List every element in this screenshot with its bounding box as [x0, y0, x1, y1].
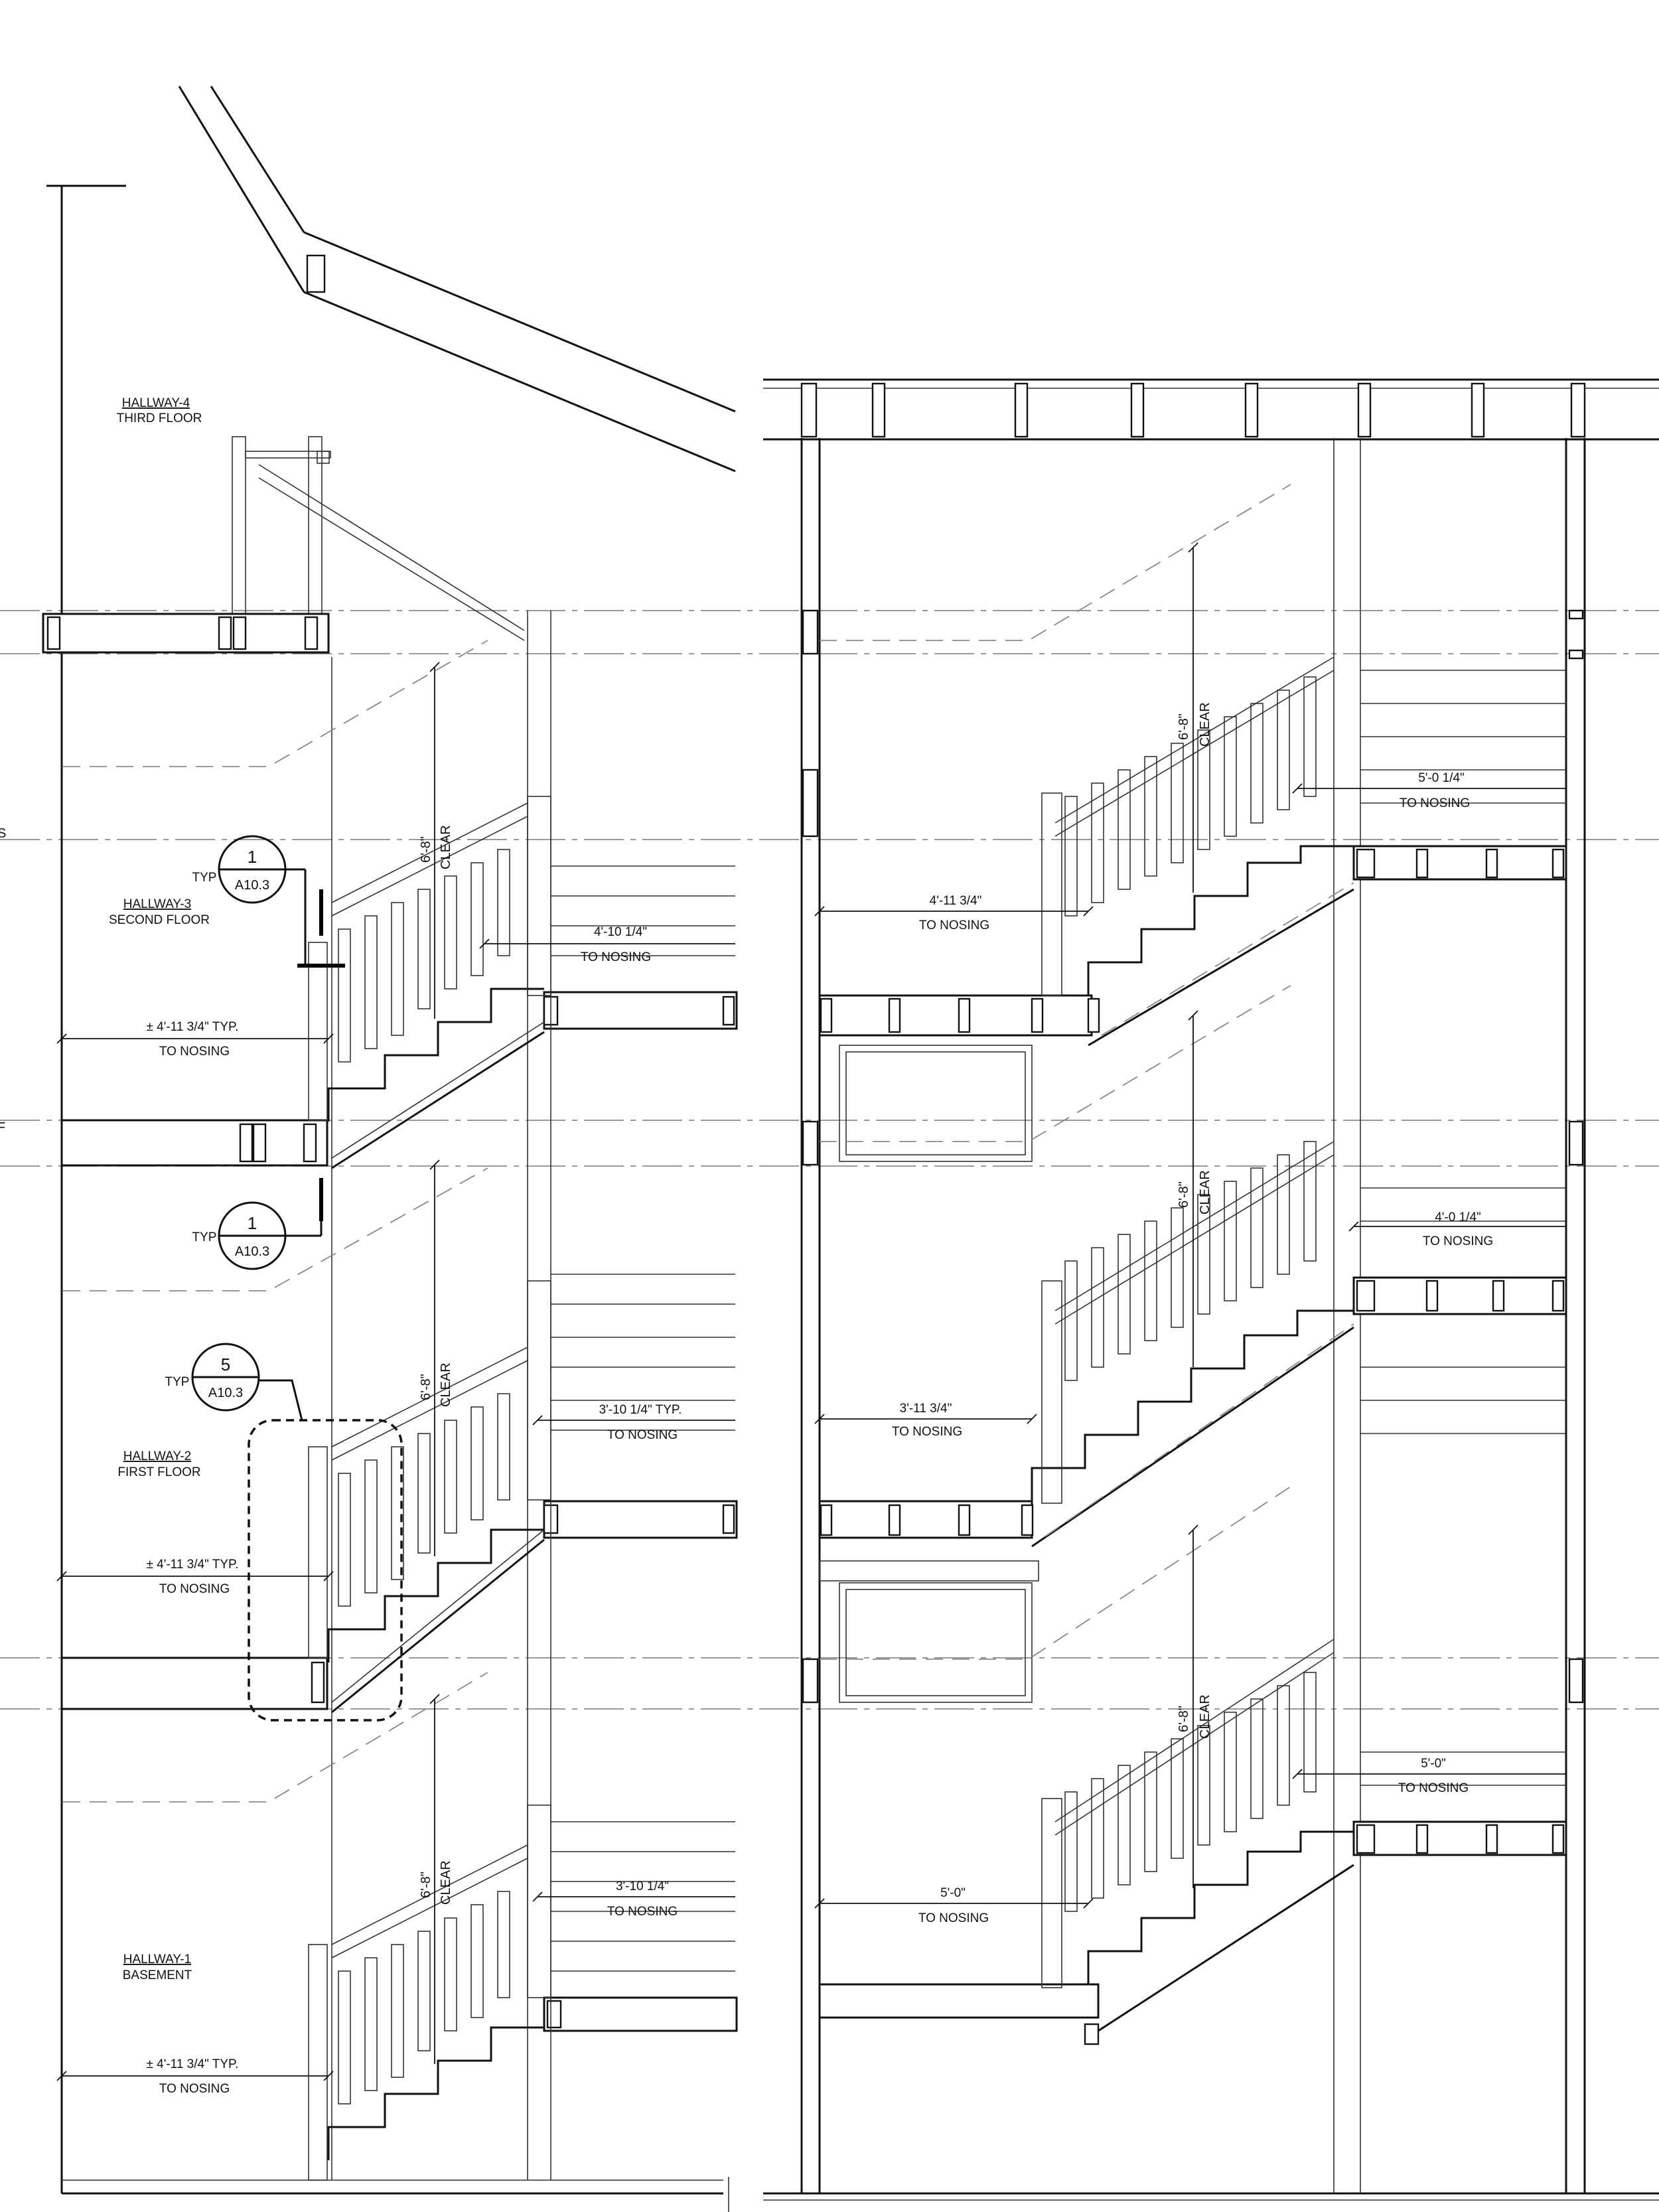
right-section: 6'-8" CLEAR 6'-8" CLEAR 6'-8" CLEAR 5'-0…: [763, 378, 1659, 2201]
hallway-labels: HALLWAY-4 THIRD FLOOR HALLWAY-3 SECOND F…: [109, 396, 210, 1982]
left-upper-treads: [551, 865, 735, 1972]
callout-sheet: A10.3: [235, 1244, 269, 1259]
headroom-label: 6'-8": [419, 1374, 433, 1400]
callout-prefix: TYP: [192, 871, 217, 885]
dimension-note: TO NOSING: [892, 1425, 962, 1439]
dimension-value: 5'-0": [1421, 1757, 1446, 1771]
callout-prefix: TYP: [192, 1230, 217, 1244]
left-headroom-dims: 6'-8" CLEAR 6'-8" CLEAR 6'-8" CLEAR: [419, 662, 453, 2064]
left-section: 6'-8" CLEAR 6'-8" CLEAR 6'-8" CLEAR 4'-1…: [0, 86, 738, 2212]
callout-number: 1: [248, 847, 257, 867]
hallway-name: HALLWAY-4: [122, 396, 190, 410]
roof-joists: [800, 382, 1586, 438]
dimension-value: 5'-0 1/4": [1418, 771, 1465, 785]
dimension-note: TO NOSING: [919, 919, 989, 932]
clear-label: CLEAR: [439, 1363, 453, 1407]
detail-callout: 1 A10.3 TYP: [192, 1178, 323, 1270]
hallway-level: BASEMENT: [123, 1968, 192, 1982]
hallway-level: SECOND FLOOR: [109, 913, 210, 927]
dimension-note: TO NOSING: [918, 1911, 989, 1925]
right-stair-flights: [1031, 656, 1354, 2032]
third-floor-guard: [232, 436, 525, 641]
callout-number: 5: [221, 1355, 230, 1374]
detail-callout: 5 A10.3 TYP: [165, 1343, 403, 1722]
right-landings: [818, 845, 1567, 2045]
dimension-note: TO NOSING: [607, 1905, 678, 1919]
callout-sheet: A10.3: [208, 1386, 243, 1400]
dimension-note: TO NOSING: [159, 1582, 230, 1596]
detail-callouts: 1 A10.3 TYP 1 A10.3 TYP 5: [165, 835, 403, 1722]
level-lines: [0, 610, 1659, 1710]
left-stair-flights: [308, 796, 551, 2181]
dimension-note: TO NOSING: [1400, 796, 1470, 810]
left-horizontal-dims: 4'-10 1/4" TO NOSING ± 4'-11 3/4" TYP. T…: [56, 925, 735, 2096]
dimension-value: 3'-11 3/4": [900, 1402, 952, 1416]
dimension-note: TO NOSING: [1423, 1234, 1493, 1248]
dimension-note: TO NOSING: [1398, 1781, 1469, 1795]
callout-number: 1: [248, 1213, 257, 1233]
hallway-level: FIRST FLOOR: [117, 1465, 200, 1479]
detail-callout: 1 A10.3 TYP: [192, 835, 345, 968]
right-treads: [1360, 670, 1566, 1786]
headroom-label: 6'-8": [1177, 1181, 1191, 1208]
roof: [178, 86, 736, 473]
dimension-note: TO NOSING: [159, 2082, 230, 2096]
clear-label: CLEAR: [1198, 702, 1212, 747]
hallway-name: HALLWAY-1: [123, 1953, 191, 1966]
dimension-value: 3'-10 1/4" TYP.: [599, 1403, 682, 1417]
right-hidden-lines: [820, 484, 1291, 1660]
callout-sheet: A10.3: [235, 878, 269, 893]
dimension-value: ± 4'-11 3/4" TYP.: [146, 1558, 238, 1572]
clear-label: CLEAR: [439, 825, 453, 869]
clear-label: CLEAR: [1198, 1170, 1212, 1215]
left-floors: [42, 613, 738, 2032]
dimension-value: 4'-10 1/4": [594, 925, 647, 939]
dimension-value: 4'-0 1/4": [1435, 1211, 1481, 1224]
dimension-value: ± 4'-11 3/4" TYP.: [146, 1020, 238, 1034]
detail-boundary: [248, 1419, 403, 1722]
wall-joists: [802, 609, 1584, 1704]
headroom-label: 6'-8": [1177, 713, 1191, 740]
dimension-value: ± 4'-11 3/4" TYP.: [146, 2057, 238, 2071]
edge-mark: F: [0, 1120, 5, 1135]
edge-mark: S: [0, 826, 6, 841]
dimension-value: 5'-0": [940, 1886, 966, 1900]
hallway-name: HALLWAY-3: [123, 897, 191, 911]
clear-label: CLEAR: [1198, 1694, 1212, 1739]
left-hidden-lines: [63, 640, 488, 1803]
clear-label: CLEAR: [439, 1860, 453, 1905]
headroom-label: 6'-8": [1177, 1706, 1191, 1732]
hallway-level: THIRD FLOOR: [117, 411, 202, 425]
dimension-value: 4'-11 3/4": [930, 894, 982, 908]
dimension-note: TO NOSING: [581, 950, 651, 964]
hallway-name: HALLWAY-2: [123, 1449, 191, 1463]
headroom-label: 6'-8": [419, 836, 433, 863]
headroom-label: 6'-8": [419, 1872, 433, 1898]
dimension-note: TO NOSING: [607, 1428, 678, 1442]
right-horizontal-dims: 5'-0 1/4" TO NOSING 4'-11 3/4" TO NOSING…: [814, 771, 1566, 1925]
callout-prefix: TYP: [165, 1375, 190, 1389]
dimension-note: TO NOSING: [159, 1045, 230, 1059]
right-headroom-dims: 6'-8" CLEAR 6'-8" CLEAR 6'-8" CLEAR: [1177, 542, 1212, 1888]
dimension-value: 3'-10 1/4": [616, 1880, 669, 1893]
